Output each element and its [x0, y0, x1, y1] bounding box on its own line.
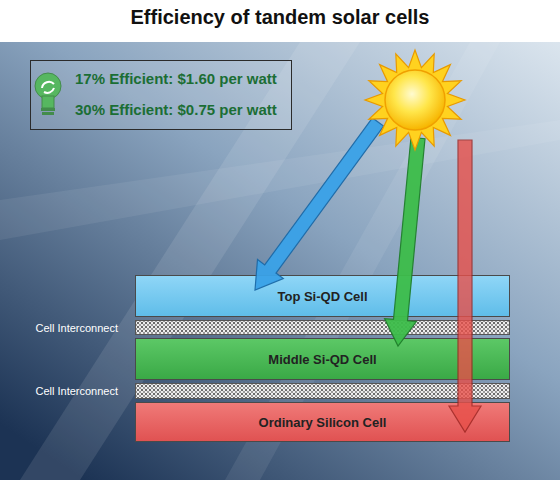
cell-layer: Middle Si-QD Cell — [135, 338, 510, 380]
interconnect-layer: Cell Interconnect — [135, 320, 510, 335]
interconnect-label: Cell Interconnect — [35, 322, 118, 334]
green-light-arrow — [385, 137, 425, 346]
interconnect-label: Cell Interconnect — [35, 385, 118, 397]
blue-light-arrow — [255, 118, 384, 290]
diagram-title: Efficiency of tandem solar cells — [0, 6, 560, 29]
background-panel — [0, 42, 560, 480]
efficiency-note: 17% Efficient: $1.60 per watt — [75, 69, 277, 89]
info-box: 17% Efficient: $1.60 per watt 30% Efficie… — [30, 60, 292, 130]
cell-layer: Top Si-QD Cell — [135, 275, 510, 317]
layer-label: Middle Si-QD Cell — [268, 352, 376, 367]
sun-icon — [365, 50, 465, 150]
efficiency-note: 30% Efficient: $0.75 per watt — [75, 100, 277, 120]
red-light-arrow — [449, 140, 481, 432]
layer-label: Ordinary Silicon Cell — [259, 415, 387, 430]
light-streak — [0, 120, 560, 240]
layer-label: Top Si-QD Cell — [277, 289, 367, 304]
interconnect-layer: Cell Interconnect — [135, 383, 510, 399]
